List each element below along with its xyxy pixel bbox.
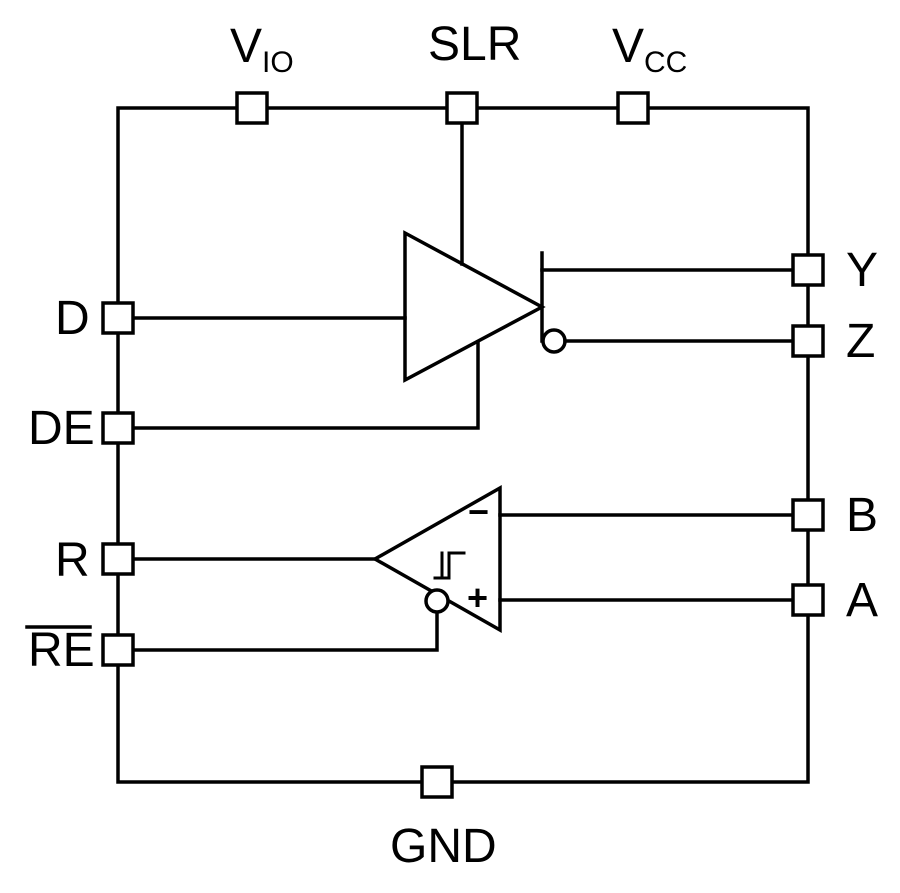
diagram-labels: VIO SLR VCC D DE R RE Y Z B A GND − + [28,18,878,873]
pin-label-vcc: VCC [612,20,687,79]
pin-label-vio-sub: IO [262,46,294,79]
pin-terminals [101,91,825,799]
pin-vcc [616,91,650,125]
pin-label-slr: SLR [428,18,521,71]
pin-label-y: Y [846,244,878,297]
pin-z [791,324,825,358]
pin-slr [445,91,479,125]
receiver-enable-bubble [424,588,450,614]
receiver-inverting-sign: − [468,491,489,532]
pin-label-de: DE [28,402,95,455]
pin-label-d: D [55,292,90,345]
pin-label-re: RE [28,624,95,677]
pin-b [791,498,825,532]
pin-d [101,301,135,335]
driver-inverting-bubble [541,328,567,354]
pin-label-gnd: GND [390,820,497,873]
pin-r [101,542,135,576]
pin-label-r: R [55,534,90,587]
pin-de [101,411,135,445]
pin-label-b: B [846,489,878,542]
pin-a [791,583,825,617]
hysteresis-icon [433,551,466,580]
pin-label-a: A [846,574,878,627]
pin-label-vcc-main: V [612,20,644,73]
driver-triangle [403,230,546,383]
receiver-noninverting-sign: + [467,577,488,618]
pin-vio [235,91,269,125]
pin-gnd [420,765,454,799]
diagram-lines [25,91,825,799]
pin-label-vio: VIO [230,20,294,79]
pin-re [101,633,135,667]
pin-label-z: Z [846,315,875,368]
pin-label-vcc-sub: CC [644,46,687,79]
wire-re [131,610,439,652]
pin-y [791,253,825,287]
pin-label-vio-main: V [230,20,262,73]
wire-de [131,340,480,430]
